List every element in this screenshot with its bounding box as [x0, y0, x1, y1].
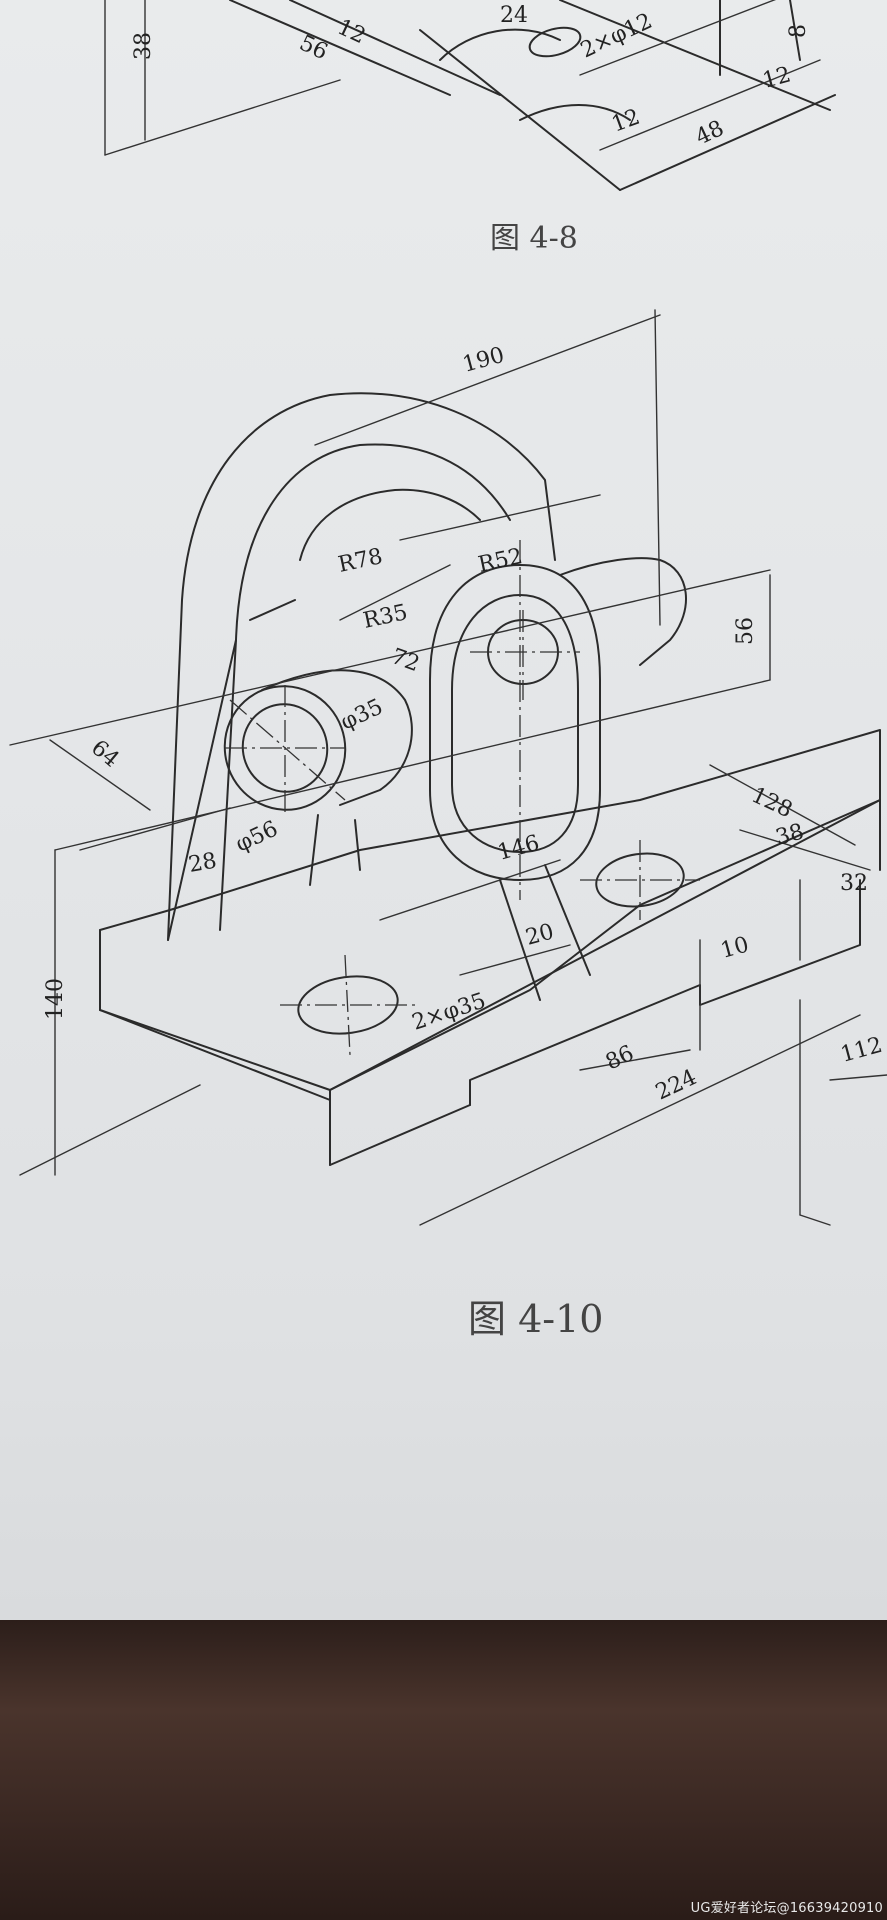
dim-20: 20 [523, 919, 557, 950]
dim-12-upper-a: 12 [333, 15, 369, 49]
dim-112: 112 [838, 1033, 885, 1068]
oblong-plate-inner [451, 594, 579, 853]
dim-224: 224 [652, 1065, 701, 1105]
caption-figure-4-10: 图 4-10 [468, 1297, 603, 1341]
arch-outer [167, 392, 556, 941]
dim-32: 32 [840, 871, 868, 896]
dim-140: 140 [43, 978, 68, 1020]
table-surface [0, 1620, 887, 1920]
figure-4-8: 38 56 12 24 2×φ12 8 12 12 48 图 4-8 [104, 0, 836, 256]
dim-12-upper-b: 12 [760, 62, 794, 93]
dim-R52: R52 [476, 544, 525, 578]
base-top [99, 729, 881, 1091]
dim-2phi35: 2×φ35 [409, 988, 489, 1035]
dim-56-top: 56 [733, 617, 758, 645]
dim-190: 190 [460, 343, 507, 378]
boss-bore [241, 703, 329, 793]
technical-drawing: 38 56 12 24 2×φ12 8 12 12 48 图 4-8 [9, 0, 887, 1341]
paper-sheet [0, 0, 887, 1660]
dim-24-upper: 24 [500, 3, 528, 28]
base-hole-right [595, 852, 685, 908]
dim-72: 72 [388, 644, 423, 677]
dim-8-upper: 8 [786, 24, 811, 38]
arch-hole [299, 488, 481, 561]
oblong-plate-outer [429, 564, 601, 881]
base-hole-left [297, 975, 399, 1035]
dim-64: 64 [86, 735, 124, 772]
caption-figure-4-8: 图 4-8 [490, 221, 578, 256]
dim-146: 146 [495, 831, 542, 866]
arch-inner [219, 443, 511, 931]
dim-38-upper: 38 [131, 32, 156, 60]
dim-2phi12-upper: 2×φ12 [577, 9, 656, 64]
dim-phi56: φ56 [232, 816, 282, 857]
dim-phi35: φ35 [337, 694, 387, 735]
dim-38: 38 [773, 819, 807, 850]
dim-28: 28 [187, 848, 219, 877]
dim-12-upper-c: 12 [609, 105, 644, 138]
dim-56-upper: 56 [295, 31, 331, 65]
dim-R78: R78 [336, 544, 385, 578]
figure-4-10: 190 R78 R52 R35 72 56 64 φ35 φ56 28 146 … [9, 309, 887, 1341]
dim-128: 128 [747, 783, 796, 823]
dim-10: 10 [718, 932, 752, 963]
watermark: UG爱好者论坛@16639420910 [690, 1901, 883, 1916]
dim-86: 86 [602, 1041, 638, 1075]
